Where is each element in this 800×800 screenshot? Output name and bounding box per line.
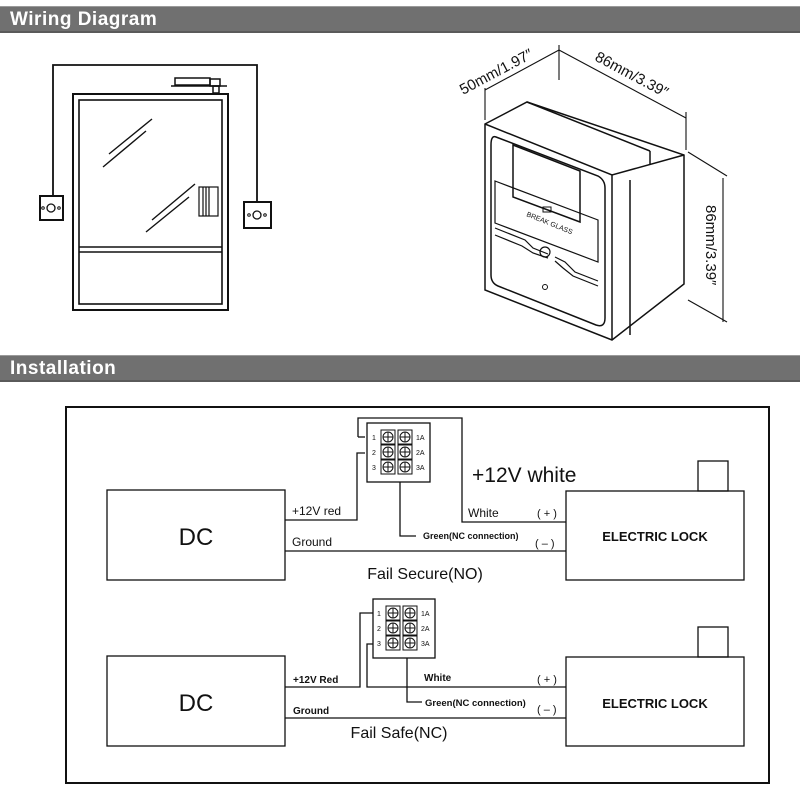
section-header-installation: Installation [0, 355, 800, 382]
section-header-wiring: Wiring Diagram [0, 6, 800, 33]
fail-secure-title: Fail Secure(NO) [367, 566, 483, 583]
wire-ground-label-2: Ground [293, 706, 329, 717]
exit-button-left [39, 195, 64, 221]
door-handle [198, 186, 219, 217]
wire-green-2 [406, 658, 422, 703]
terminal-label: 1 [372, 435, 376, 442]
door-wire [52, 64, 258, 202]
dc-power-box-1 [106, 489, 286, 581]
lock-label-2: ELECTRIC LOCK [602, 696, 708, 711]
dimension-depth: 50mm/1.97″ [457, 45, 537, 98]
wire-green-label-2: Green(NC connection) [425, 698, 526, 709]
fail-secure-diagram: DC 1 2 3 1A 2A 3A ELEC [106, 417, 745, 583]
wire-red-1 [285, 452, 365, 521]
dc-power-box-2 [106, 655, 286, 747]
dimension-lines [484, 45, 728, 323]
terminal-label: 3 [372, 465, 376, 472]
break-glass-device: 50mm/1.97″ 86mm/3.39″ 86mm/3.39″ BREAK G… [457, 45, 728, 341]
wire-green-label-1: Green(NC connection) [423, 531, 519, 541]
terminal-label: 3A [421, 641, 430, 648]
terminal-label: 1A [421, 611, 430, 618]
wire-red-label-2: +12V Red [293, 675, 338, 686]
terminal-label: 1 [377, 611, 381, 618]
lock-label-1: ELECTRIC LOCK [602, 529, 708, 544]
terminal-block-2: 1 2 3 1A 2A 3A [372, 598, 436, 659]
wire-white-label-1: White [468, 506, 499, 520]
terminal-label: 3A [416, 465, 425, 472]
glass-reflection-icon [102, 118, 196, 233]
door-frame [72, 93, 229, 311]
wire-ground-label-1: Ground [292, 535, 332, 549]
door-diagram [39, 64, 272, 311]
door-panel [78, 99, 223, 305]
wire-green-1 [399, 482, 416, 537]
electric-lock-box-1 [565, 490, 745, 581]
terminal-label: 3 [377, 641, 381, 648]
plus-label-1: ( + ) [537, 508, 557, 520]
terminal-label: 2 [377, 626, 381, 633]
electric-lock-box-2 [565, 656, 745, 747]
terminal-block-1: 1 2 3 1A 2A 3A [366, 422, 431, 483]
dimension-height: 86mm/3.39″ [702, 205, 719, 286]
dc-label-1: DC [179, 524, 214, 551]
annotation-12v-white: +12V white [472, 464, 577, 487]
terminal-label: 2 [372, 450, 376, 457]
lock-bolt-1 [697, 460, 729, 492]
wire-red-2 [285, 612, 373, 688]
plus-label-2: ( + ) [537, 674, 557, 686]
installation-frame [65, 406, 770, 784]
fail-safe-diagram: DC 1 2 3 1A 2A 3A ELECTRIC LOCK +12V [106, 598, 745, 747]
minus-label-1: ( – ) [535, 538, 555, 550]
exit-button-right [243, 201, 272, 229]
terminal-label: 2A [421, 626, 430, 633]
lock-bolt-2 [697, 626, 729, 658]
dc-label-2: DC [179, 690, 214, 717]
terminal-label: 1A [416, 435, 425, 442]
minus-label-2: ( – ) [537, 704, 557, 716]
terminal-label: 2A [416, 450, 425, 457]
wire-white-1 [357, 417, 566, 523]
wire-red-label-1: +12V red [292, 504, 341, 518]
door-lock-top [171, 77, 227, 94]
section-title-installation: Installation [10, 358, 117, 379]
wire-white-label-2: White [424, 673, 452, 684]
section-title-wiring: Wiring Diagram [10, 9, 158, 30]
fail-safe-title: Fail Safe(NC) [351, 725, 448, 742]
dimension-width: 86mm/3.39″ [592, 49, 672, 102]
wire-white-2 [366, 643, 566, 688]
